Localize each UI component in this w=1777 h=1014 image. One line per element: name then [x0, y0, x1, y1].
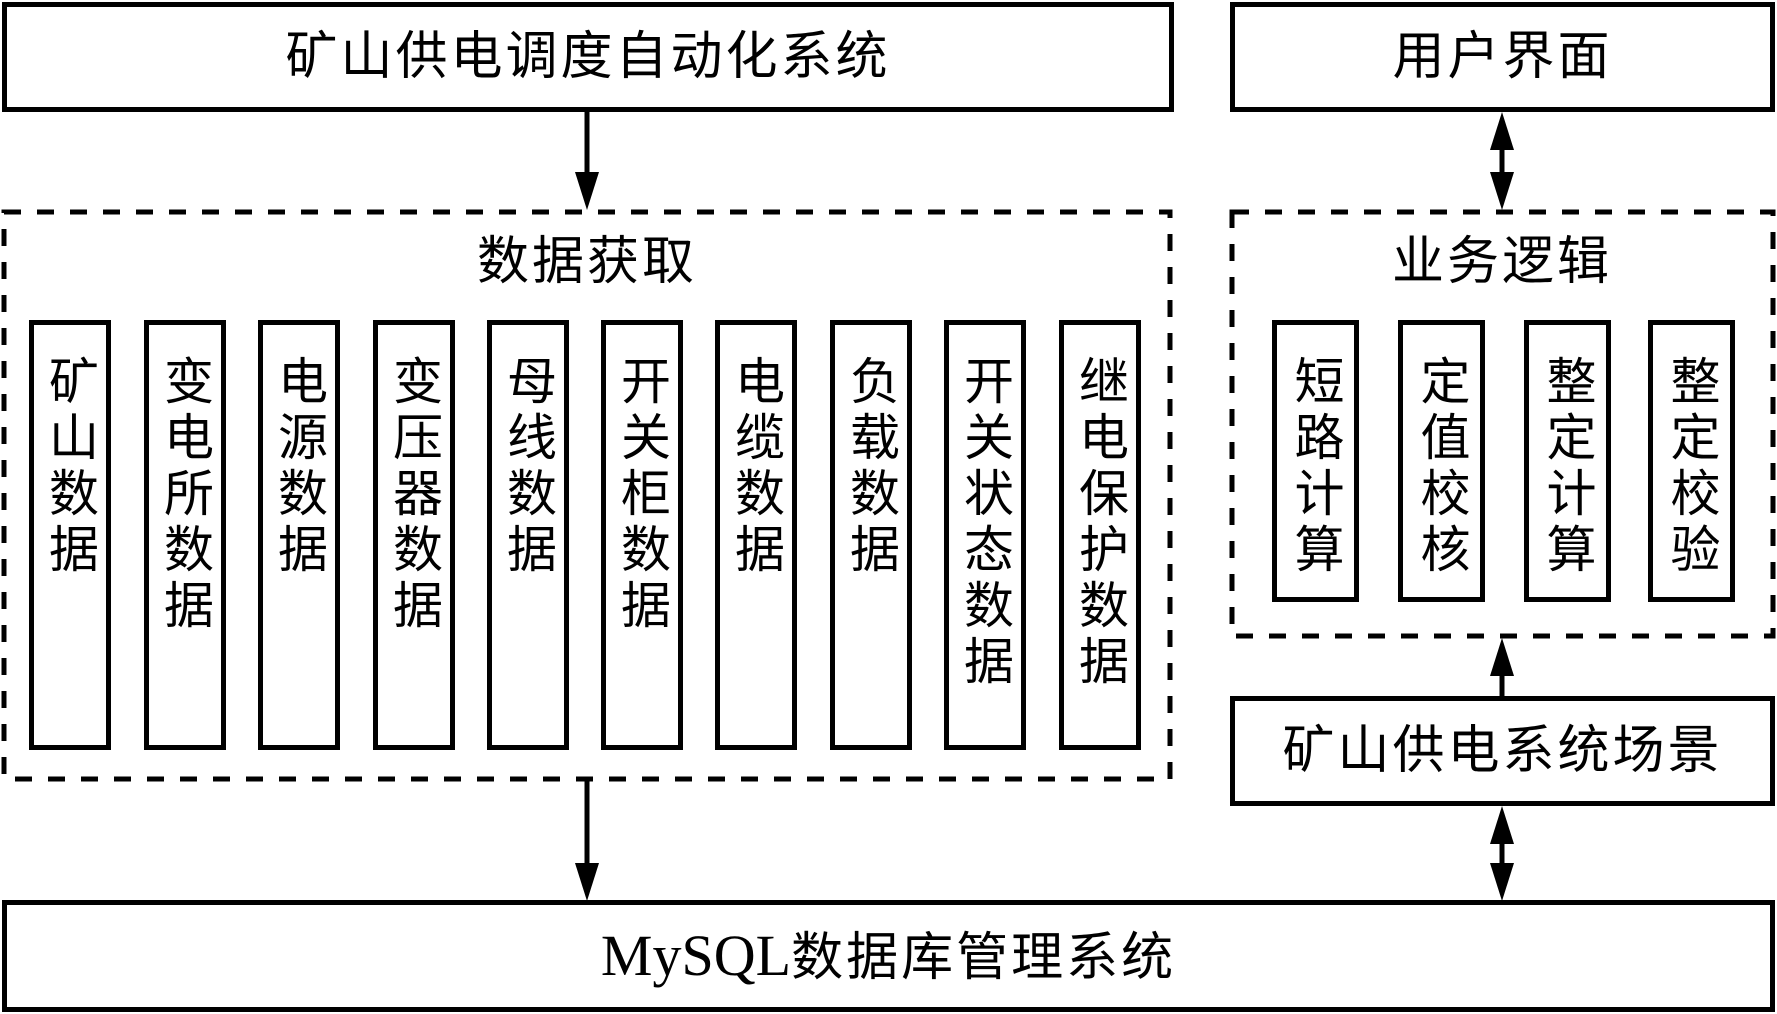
data-item-label: 开关状态数据 [956, 355, 1014, 691]
database-label: MySQL数据库管理系统 [601, 927, 1176, 985]
database-latin-label: MySQL [600, 923, 792, 988]
logic-item-label: 整定校验 [1662, 355, 1721, 579]
database-box: MySQL数据库管理系统 [2, 900, 1775, 1012]
data-item-label: 电源数据 [270, 355, 328, 579]
arrow-system-to-acquisition [575, 110, 599, 210]
data-acquisition-title: 数据获取 [476, 232, 698, 292]
data-item-label: 电缆数据 [727, 355, 785, 579]
data-item-transformer: 变压器数据 [373, 320, 455, 750]
user-interface-label: 用户界面 [1392, 27, 1613, 87]
database-cn-label: 数据库管理系统 [791, 928, 1177, 988]
data-item-label: 变压器数据 [385, 355, 443, 635]
logic-item-label: 定值校核 [1412, 355, 1471, 579]
data-item-label: 开关柜数据 [613, 355, 671, 635]
system-label: 矿山供电调度自动化系统 [285, 27, 891, 87]
logic-item-label: 短路计算 [1286, 355, 1345, 579]
data-item-switchgear: 开关柜数据 [601, 320, 683, 750]
logic-item-label: 整定计算 [1538, 355, 1597, 579]
scenario-label: 矿山供电系统场景 [1282, 721, 1723, 781]
arrow-ui-business-bidirectional [1490, 112, 1514, 210]
data-item-label: 矿山数据 [41, 355, 99, 579]
data-item-load: 负载数据 [830, 320, 912, 750]
data-item-relay-protection: 继电保护数据 [1059, 320, 1141, 750]
arrow-acquisition-to-database [575, 781, 599, 901]
system-box: 矿山供电调度自动化系统 [2, 2, 1174, 112]
arrow-scenario-to-business [1490, 638, 1514, 696]
data-item-label: 变电所数据 [156, 355, 214, 635]
logic-item-setting-check: 定值校核 [1398, 320, 1485, 602]
user-interface-box: 用户界面 [1230, 2, 1775, 112]
data-item-label: 母线数据 [499, 355, 557, 579]
business-logic-title: 业务逻辑 [1391, 232, 1613, 292]
data-item-mine: 矿山数据 [29, 320, 111, 750]
data-item-power-source: 电源数据 [258, 320, 340, 750]
logic-item-setting-calc: 整定计算 [1524, 320, 1611, 602]
data-item-cable: 电缆数据 [715, 320, 797, 750]
data-item-switch-state: 开关状态数据 [944, 320, 1026, 750]
logic-item-setting-verify: 整定校验 [1648, 320, 1735, 602]
scenario-box: 矿山供电系统场景 [1230, 696, 1775, 806]
data-item-busbar: 母线数据 [487, 320, 569, 750]
data-item-substation: 变电所数据 [144, 320, 226, 750]
data-item-label: 继电保护数据 [1071, 355, 1129, 691]
data-item-label: 负载数据 [842, 355, 900, 579]
arrow-scenario-database-bidirectional [1490, 806, 1514, 901]
logic-item-short-circuit: 短路计算 [1272, 320, 1359, 602]
